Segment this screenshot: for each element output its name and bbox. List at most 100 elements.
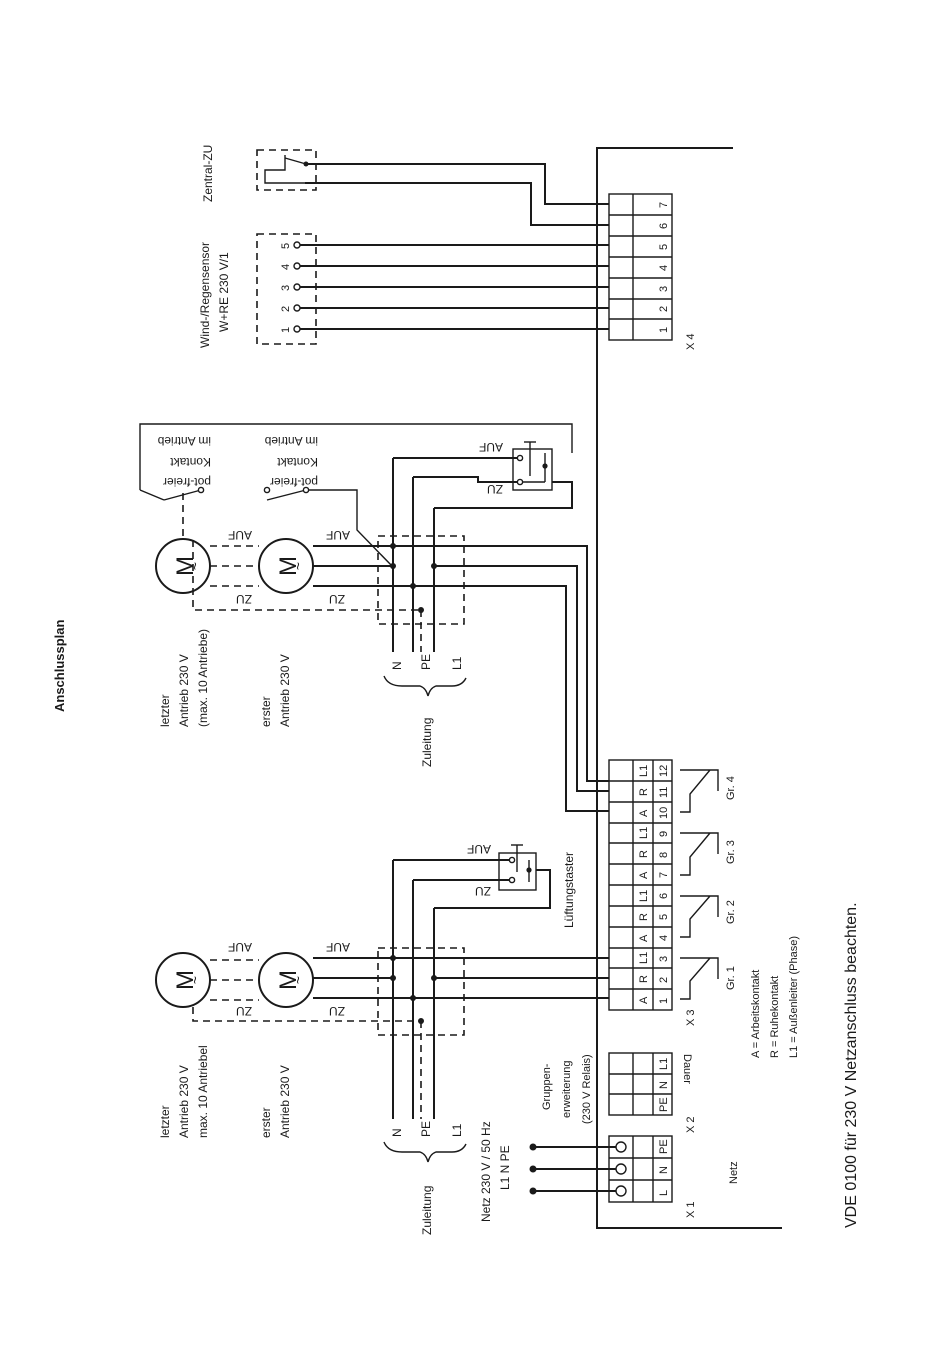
lower-zu-right: ZU	[329, 1004, 345, 1018]
contact-right-line3: im Antrieb	[264, 434, 318, 448]
lower-zu-left: ZU	[236, 1004, 252, 1018]
upper-btn-auf: AUF	[479, 440, 503, 454]
contact-right-line1: pot-freier	[270, 475, 318, 489]
upper-last-drive-1: letzter	[158, 694, 172, 727]
svg-text:~: ~	[290, 562, 306, 570]
x4-num-3: 3	[658, 286, 670, 292]
x3-num-3: 3	[658, 956, 670, 962]
group-ext-1: Gruppen-	[541, 1063, 553, 1110]
x3-label: X 3	[685, 1009, 697, 1026]
x1-code-l: L	[658, 1190, 670, 1196]
x2-code-n: N	[658, 1081, 670, 1089]
lower-first-drive-1: erster	[259, 1107, 273, 1138]
sensor-pin-3: 3	[280, 285, 292, 291]
x3-code-8: R	[638, 850, 650, 858]
wire-central-a	[306, 163, 609, 205]
contact-left-line2: Kontakt	[170, 455, 211, 469]
upper-last-drive-3: (max. 10 Antriebe)	[196, 629, 210, 727]
control-unit-frame	[596, 147, 782, 1229]
upper-vent-button	[512, 448, 553, 491]
terminal-x1: L N PE X 1 Netz	[608, 1135, 740, 1218]
x3-num-11: 11	[658, 787, 670, 798]
sensor-pin-1: 1	[280, 327, 292, 333]
contact-left-line1: pot-freier	[163, 475, 211, 489]
lower-wire-pe: PE	[419, 1121, 433, 1137]
x3-code-6: L1	[638, 890, 650, 902]
svg-text:~: ~	[290, 976, 306, 984]
x3-num-4: 4	[658, 935, 670, 941]
legend-l1: L1 = Außenleiter (Phase)	[788, 936, 800, 1058]
x2-dauer: Dauer	[681, 1054, 693, 1084]
x3-num-2: 2	[658, 977, 670, 983]
x2-label: X 2	[685, 1116, 697, 1133]
upper-btn-zu: ZU	[487, 482, 503, 496]
svg-text:~: ~	[187, 562, 203, 570]
lower-last-drive-2: Antrieb 230 V	[177, 1065, 191, 1138]
x3-code-4: A	[638, 934, 650, 942]
vent-button-label: Lüftungstaster	[562, 852, 576, 928]
upper-wire-pe: PE	[419, 654, 433, 670]
group-ext-2: erweiterung	[561, 1061, 573, 1118]
group-2-label: Gr. 2	[725, 900, 737, 924]
terminal-x4: 1 2 3 4 5 6 7 X 4	[608, 193, 697, 350]
sensor-pin-2: 2	[280, 306, 292, 312]
wind-rain-label-2: W+RE 230 V/1	[217, 252, 231, 332]
contact-right-line2: Kontakt	[277, 455, 318, 469]
upper-first-drive-2: Antrieb 230 V	[278, 654, 292, 727]
lower-wire-n: N	[390, 1128, 404, 1137]
x3-code-2: R	[638, 975, 650, 983]
x3-num-9: 9	[658, 831, 670, 837]
lower-first-motor-symbol: M	[275, 970, 302, 990]
sensor-pin-5: 5	[280, 243, 292, 249]
lower-auf-left: AUF	[228, 940, 252, 954]
lower-first-drive-2: Antrieb 230 V	[278, 1065, 292, 1138]
x1-label: X 1	[685, 1201, 697, 1218]
lower-supply-label: Zuleitung	[420, 1186, 434, 1235]
x3-code-5: R	[638, 913, 650, 921]
x4-label: X 4	[685, 333, 697, 350]
lower-wire-l1: L1	[450, 1123, 464, 1137]
lower-btn-zu: ZU	[475, 884, 491, 898]
sensor-pin-4: 4	[280, 264, 292, 270]
terminal-x2: PE N L1 X 2 Dauer	[608, 1052, 697, 1133]
relay-contacts	[680, 769, 719, 1000]
terminal-x3: A R L1 A R L1 A R L1 A R L1 1 2 3 4 5 6 …	[608, 759, 697, 1026]
x4-num-6: 6	[658, 223, 670, 229]
x3-code-3: L1	[638, 952, 650, 964]
x3-code-12: L1	[638, 765, 650, 777]
page-title: Anschlussplan	[52, 619, 67, 712]
x1-code-pe: PE	[658, 1139, 670, 1154]
central-zu-label: Zentral-ZU	[201, 145, 215, 202]
upper-supply-label: Zuleitung	[420, 718, 434, 767]
x3-num-7: 7	[658, 872, 670, 878]
x2-code-l1: L1	[658, 1058, 670, 1070]
x4-num-2: 2	[658, 306, 670, 312]
mains-label-2: L1 N PE	[498, 1145, 512, 1190]
upper-wire-l1: L1	[450, 656, 464, 670]
group-3-label: Gr. 3	[725, 840, 737, 864]
upper-auf-left: AUF	[228, 528, 252, 542]
lower-last-drive-3: max. 10 Antriebel	[196, 1045, 210, 1138]
x4-num-4: 4	[658, 265, 670, 271]
x3-num-5: 5	[658, 914, 670, 920]
wind-rain-sensor: 1 2 3 4 5 Wind-/Regensensor W+RE 230 V/1	[198, 233, 317, 348]
x3-code-9: L1	[638, 827, 650, 839]
x3-code-1: A	[638, 996, 650, 1004]
svg-text:~: ~	[187, 976, 203, 984]
x3-code-11: R	[638, 788, 650, 796]
lower-btn-auf: AUF	[467, 842, 491, 856]
upper-wire-n: N	[390, 661, 404, 670]
x4-num-7: 7	[658, 202, 670, 208]
upper-last-drive-2: Antrieb 230 V	[177, 654, 191, 727]
upper-zu-right: ZU	[329, 592, 345, 606]
mains-label-1: Netz 230 V / 50 Hz	[479, 1121, 493, 1222]
x3-num-8: 8	[658, 852, 670, 858]
legend-r: R = Ruhekontakt	[769, 976, 781, 1058]
upper-zu-left: ZU	[236, 592, 252, 606]
wire-central-b	[305, 182, 609, 226]
x1-netz: Netz	[728, 1161, 740, 1184]
mains-wires	[529, 1143, 616, 1195]
upper-motor-group: M ~ M ~ AUF AUF ZU ZU N PE L1 Z	[139, 423, 609, 812]
x4-num-1: 1	[658, 327, 670, 333]
